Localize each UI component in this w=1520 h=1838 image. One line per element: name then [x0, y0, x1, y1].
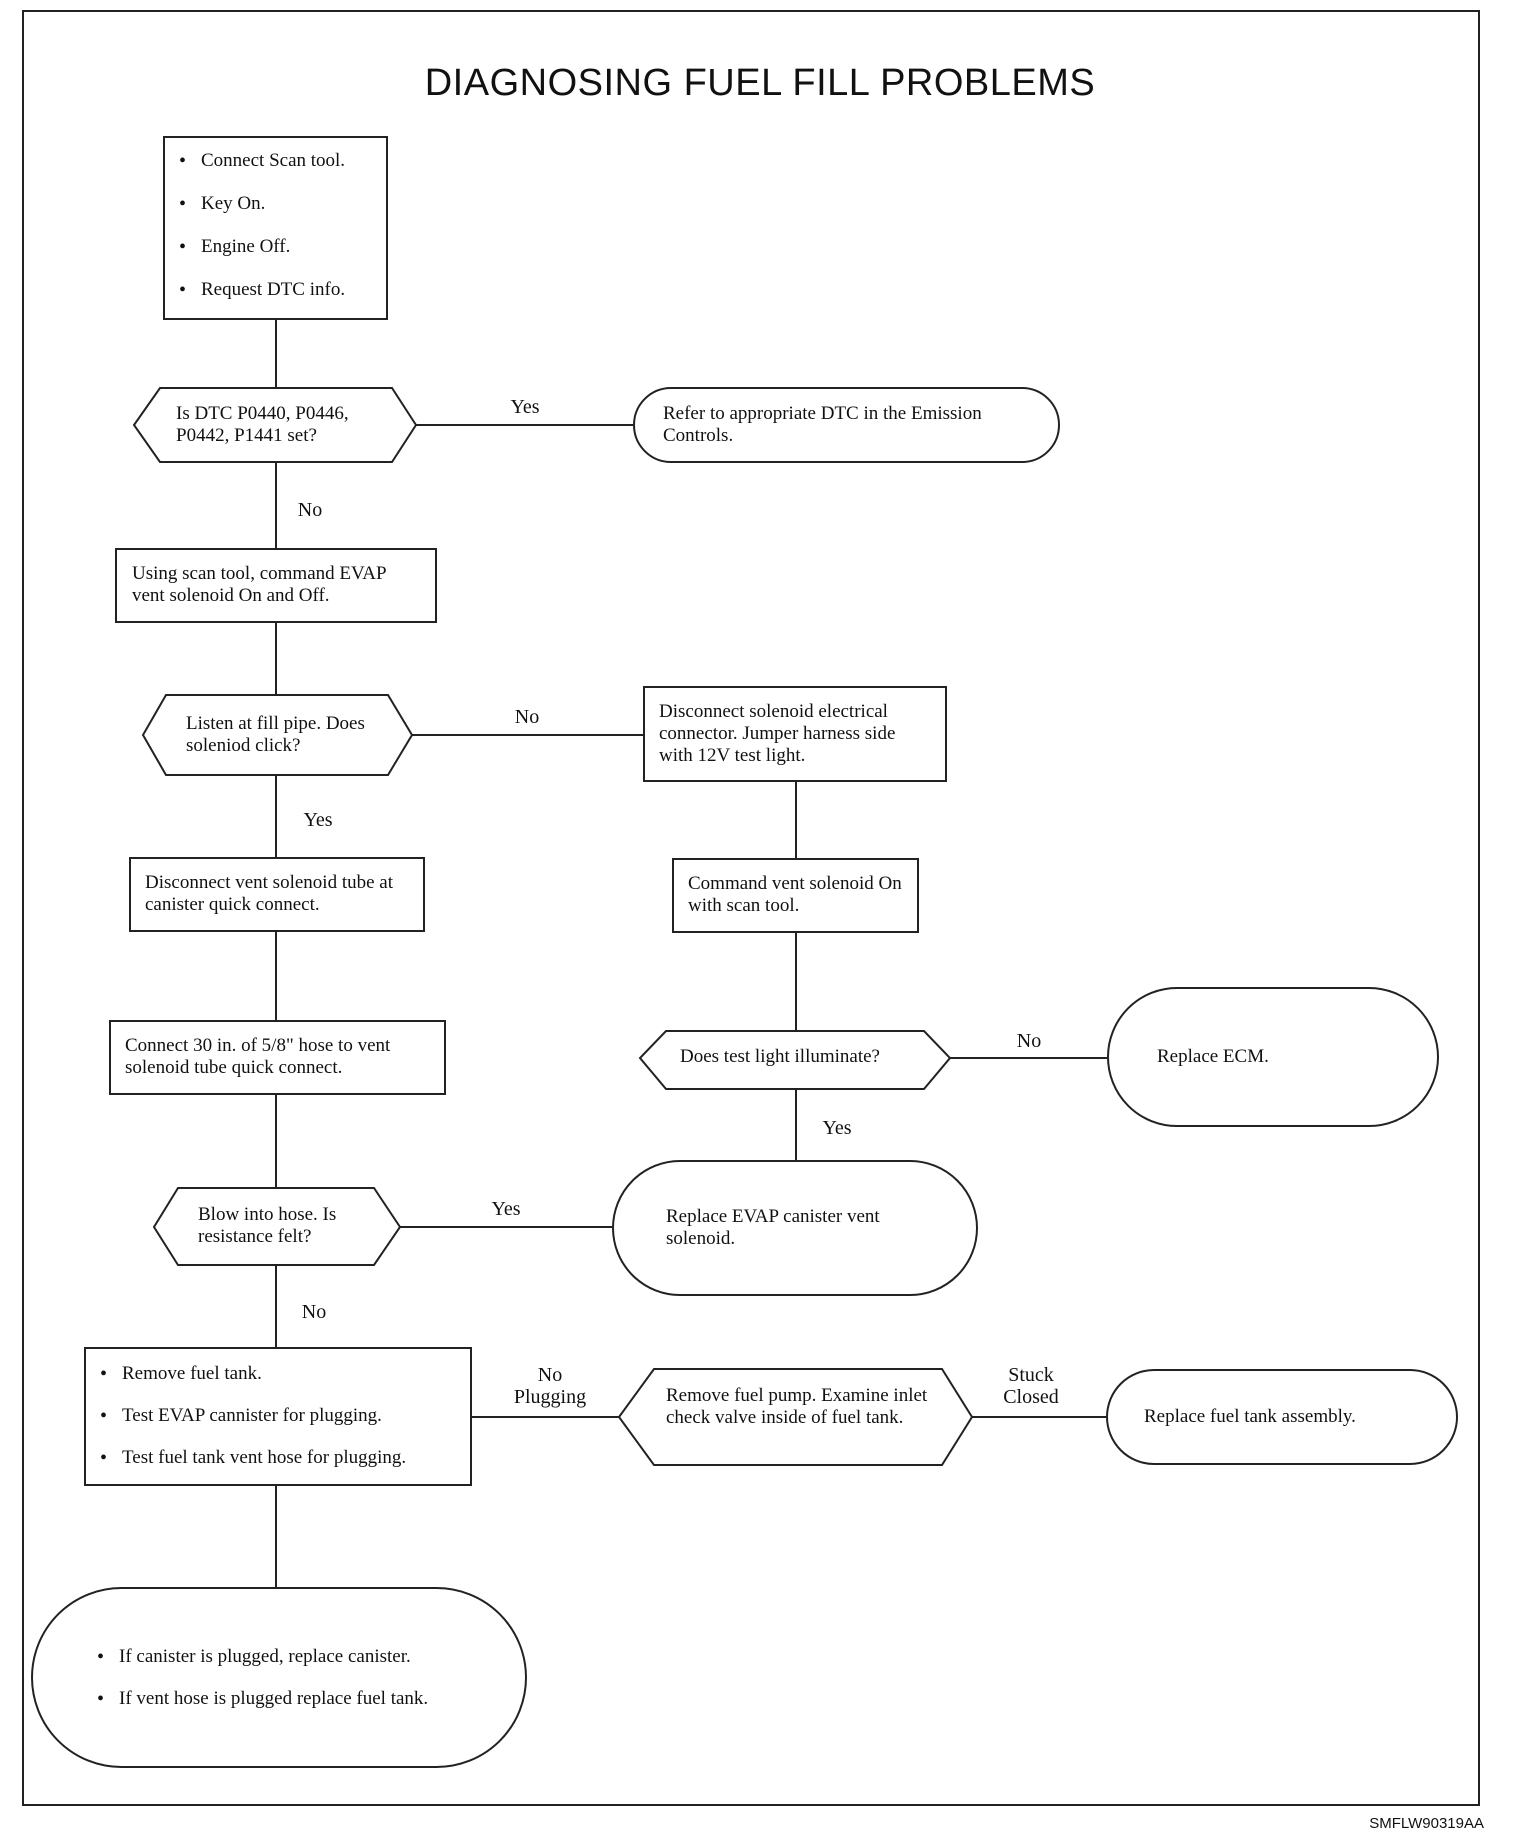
- remove-tank-item: Remove fuel tank.: [96, 1363, 460, 1385]
- figure-code: SMFLW90319AA: [1369, 1815, 1484, 1832]
- decision-dtc: [132, 387, 418, 463]
- label-no-dtc: No: [297, 499, 323, 521]
- label-no-blow: No: [301, 1301, 327, 1323]
- page-title: DIAGNOSING FUEL FILL PROBLEMS: [424, 62, 1096, 104]
- remove-tank-item: Test EVAP cannister for plugging.: [96, 1405, 460, 1427]
- start-item: Engine Off.: [175, 236, 376, 258]
- figure-frame: [22, 10, 1480, 1806]
- label-no-plugging: No Plugging: [513, 1364, 587, 1408]
- decision-light-text: Does test light illuminate?: [680, 1046, 880, 1067]
- label-no-light: No: [1016, 1030, 1042, 1052]
- step-disconnect-connector-text: Disconnect solenoid electrical connector…: [659, 701, 896, 766]
- label-yes-light: Yes: [822, 1117, 852, 1139]
- step-connect-hose-text: Connect 30 in. of 5/8" hose to vent sole…: [125, 1035, 391, 1078]
- step-disconnect-tube: Disconnect vent solenoid tube at caniste…: [129, 857, 425, 932]
- label-yes-blow: Yes: [491, 1198, 521, 1220]
- remove-tank-item: Test fuel tank vent hose for plugging.: [96, 1447, 460, 1469]
- decision-light: [638, 1030, 952, 1090]
- step-command-evap-text: Using scan tool, command EVAP vent solen…: [132, 563, 386, 606]
- step-replace-tank: Replace fuel tank assembly.: [1106, 1369, 1458, 1465]
- decision-listen: [141, 694, 414, 776]
- step-disconnect-connector: Disconnect solenoid electrical connector…: [643, 686, 947, 782]
- start-item: Request DTC info.: [175, 279, 376, 301]
- step-replace-vent-text: Replace EVAP canister vent solenoid.: [666, 1206, 880, 1249]
- final-item: If vent hose is plugged replace fuel tan…: [93, 1688, 428, 1710]
- step-replace-ecm-text: Replace ECM.: [1157, 1046, 1269, 1067]
- decision-pump: [617, 1368, 974, 1466]
- step-replace-ecm: Replace ECM.: [1107, 987, 1439, 1127]
- label-no-listen: No: [514, 706, 540, 728]
- step-replace-tank-text: Replace fuel tank assembly.: [1144, 1406, 1356, 1427]
- decision-blow: [152, 1187, 402, 1266]
- decision-pump-text: Remove fuel pump. Examine inlet check va…: [666, 1385, 928, 1428]
- start-item: Key On.: [175, 193, 376, 215]
- step-connect-hose: Connect 30 in. of 5/8" hose to vent sole…: [109, 1020, 446, 1095]
- step-refer-dtc: Refer to appropriate DTC in the Emission…: [633, 387, 1060, 463]
- step-disconnect-tube-text: Disconnect vent solenoid tube at caniste…: [145, 872, 393, 915]
- decision-blow-text: Blow into hose. Is resistance felt?: [198, 1204, 337, 1247]
- step-command-on-text: Command vent solenoid On with scan tool.: [688, 873, 902, 916]
- label-stuck-closed: Stuck Closed: [1003, 1364, 1059, 1408]
- step-final: If canister is plugged, replace canister…: [31, 1587, 527, 1768]
- label-yes-listen: Yes: [303, 809, 333, 831]
- final-item: If canister is plugged, replace canister…: [93, 1646, 428, 1668]
- decision-listen-text: Listen at fill pipe. Does soleniod click…: [186, 713, 365, 756]
- step-command-on: Command vent solenoid On with scan tool.: [672, 858, 919, 933]
- step-replace-vent: Replace EVAP canister vent solenoid.: [612, 1160, 978, 1296]
- start-item: Connect Scan tool.: [175, 150, 376, 172]
- step-command-evap: Using scan tool, command EVAP vent solen…: [115, 548, 437, 623]
- step-remove-tank: Remove fuel tank. Test EVAP cannister fo…: [84, 1347, 472, 1486]
- label-yes-dtc: Yes: [510, 396, 540, 418]
- step-refer-dtc-text: Refer to appropriate DTC in the Emission…: [663, 403, 982, 446]
- decision-dtc-text: Is DTC P0440, P0446, P0442, P1441 set?: [176, 403, 349, 446]
- step-start: Connect Scan tool. Key On. Engine Off. R…: [163, 136, 388, 320]
